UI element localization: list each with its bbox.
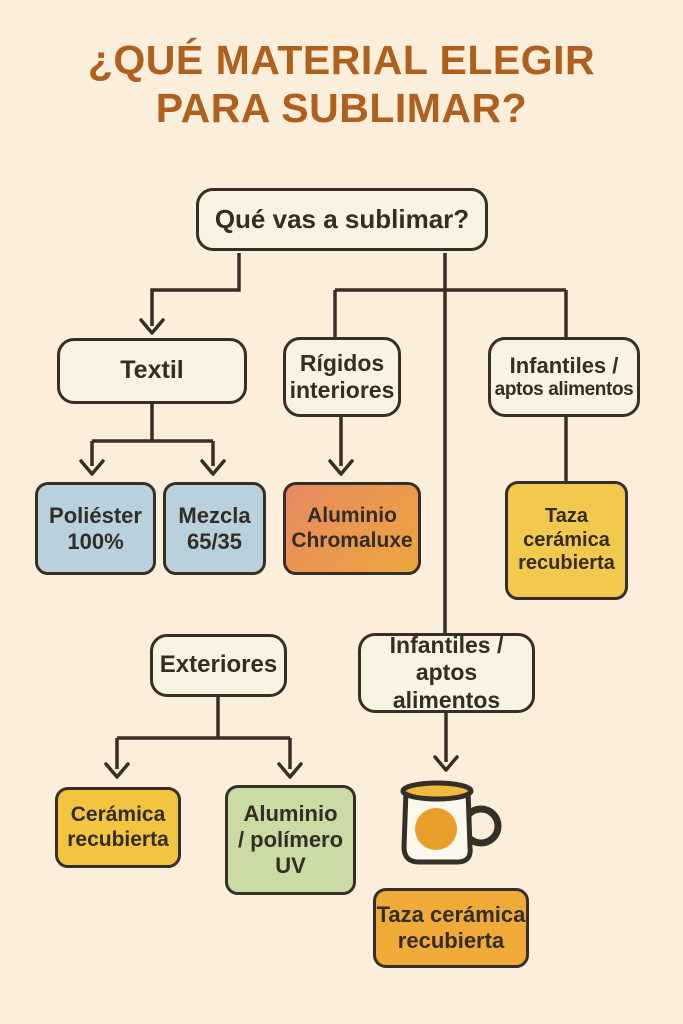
node-aluminio-polimero-uv: Aluminio / polímero UV: [225, 785, 356, 895]
node-taza-ceramica-recubierta-top: Taza cerámica recubierta: [505, 481, 628, 600]
mug-top: [400, 780, 474, 802]
node-infantiles-aptos-alimentos-bottom: Infantiles / aptos alimentos: [358, 632, 535, 713]
connector-branch-rigidos-infantiles: [333, 288, 568, 337]
node-ceramica-recubierta: Cerámica recubierta: [55, 787, 181, 868]
node-exteriores-label: Exteriores: [159, 651, 278, 679]
mug-dot: [415, 808, 457, 850]
connector-exteriores-split: [104, 697, 303, 779]
node-mezcla-65-35: Mezcla 65/35: [163, 482, 266, 575]
connector-textil-split: [79, 404, 226, 476]
node-root-question-label: Qué vas a sublimar?: [214, 204, 470, 235]
node-taza-ceramica-recubierta-bottom: Taza cerámica recubierta: [373, 888, 529, 968]
mug-icon: [400, 780, 502, 865]
page-title-line1: ¿QUÉ MATERIAL ELEGIR: [87, 37, 596, 83]
node-textil: Textil: [57, 338, 247, 404]
node-infantiles-aptos-alimentos-top: Infantiles / aptos alimentos: [488, 337, 640, 417]
connector-infantiles-bottom-to-mug: [433, 713, 459, 772]
node-poliester-100: Poliéster 100%: [35, 482, 156, 575]
node-rigidos-interiores: Rígidos interiores: [283, 337, 401, 417]
node-aluminio-chromaluxe: Aluminio Chromaluxe: [283, 482, 421, 575]
page-title-line2: PARA SUBLIMAR?: [155, 85, 528, 132]
connector-root-to-textil: [139, 253, 241, 335]
node-root-question: Qué vas a sublimar?: [196, 188, 488, 251]
node-textil-label: Textil: [120, 356, 184, 385]
page-title: ¿QUÉ MATERIAL ELEGIR PARA SUBLIMAR?: [0, 36, 683, 133]
node-exteriores: Exteriores: [150, 634, 287, 697]
connector-rigidos-to-chromaluxe: [328, 417, 354, 476]
